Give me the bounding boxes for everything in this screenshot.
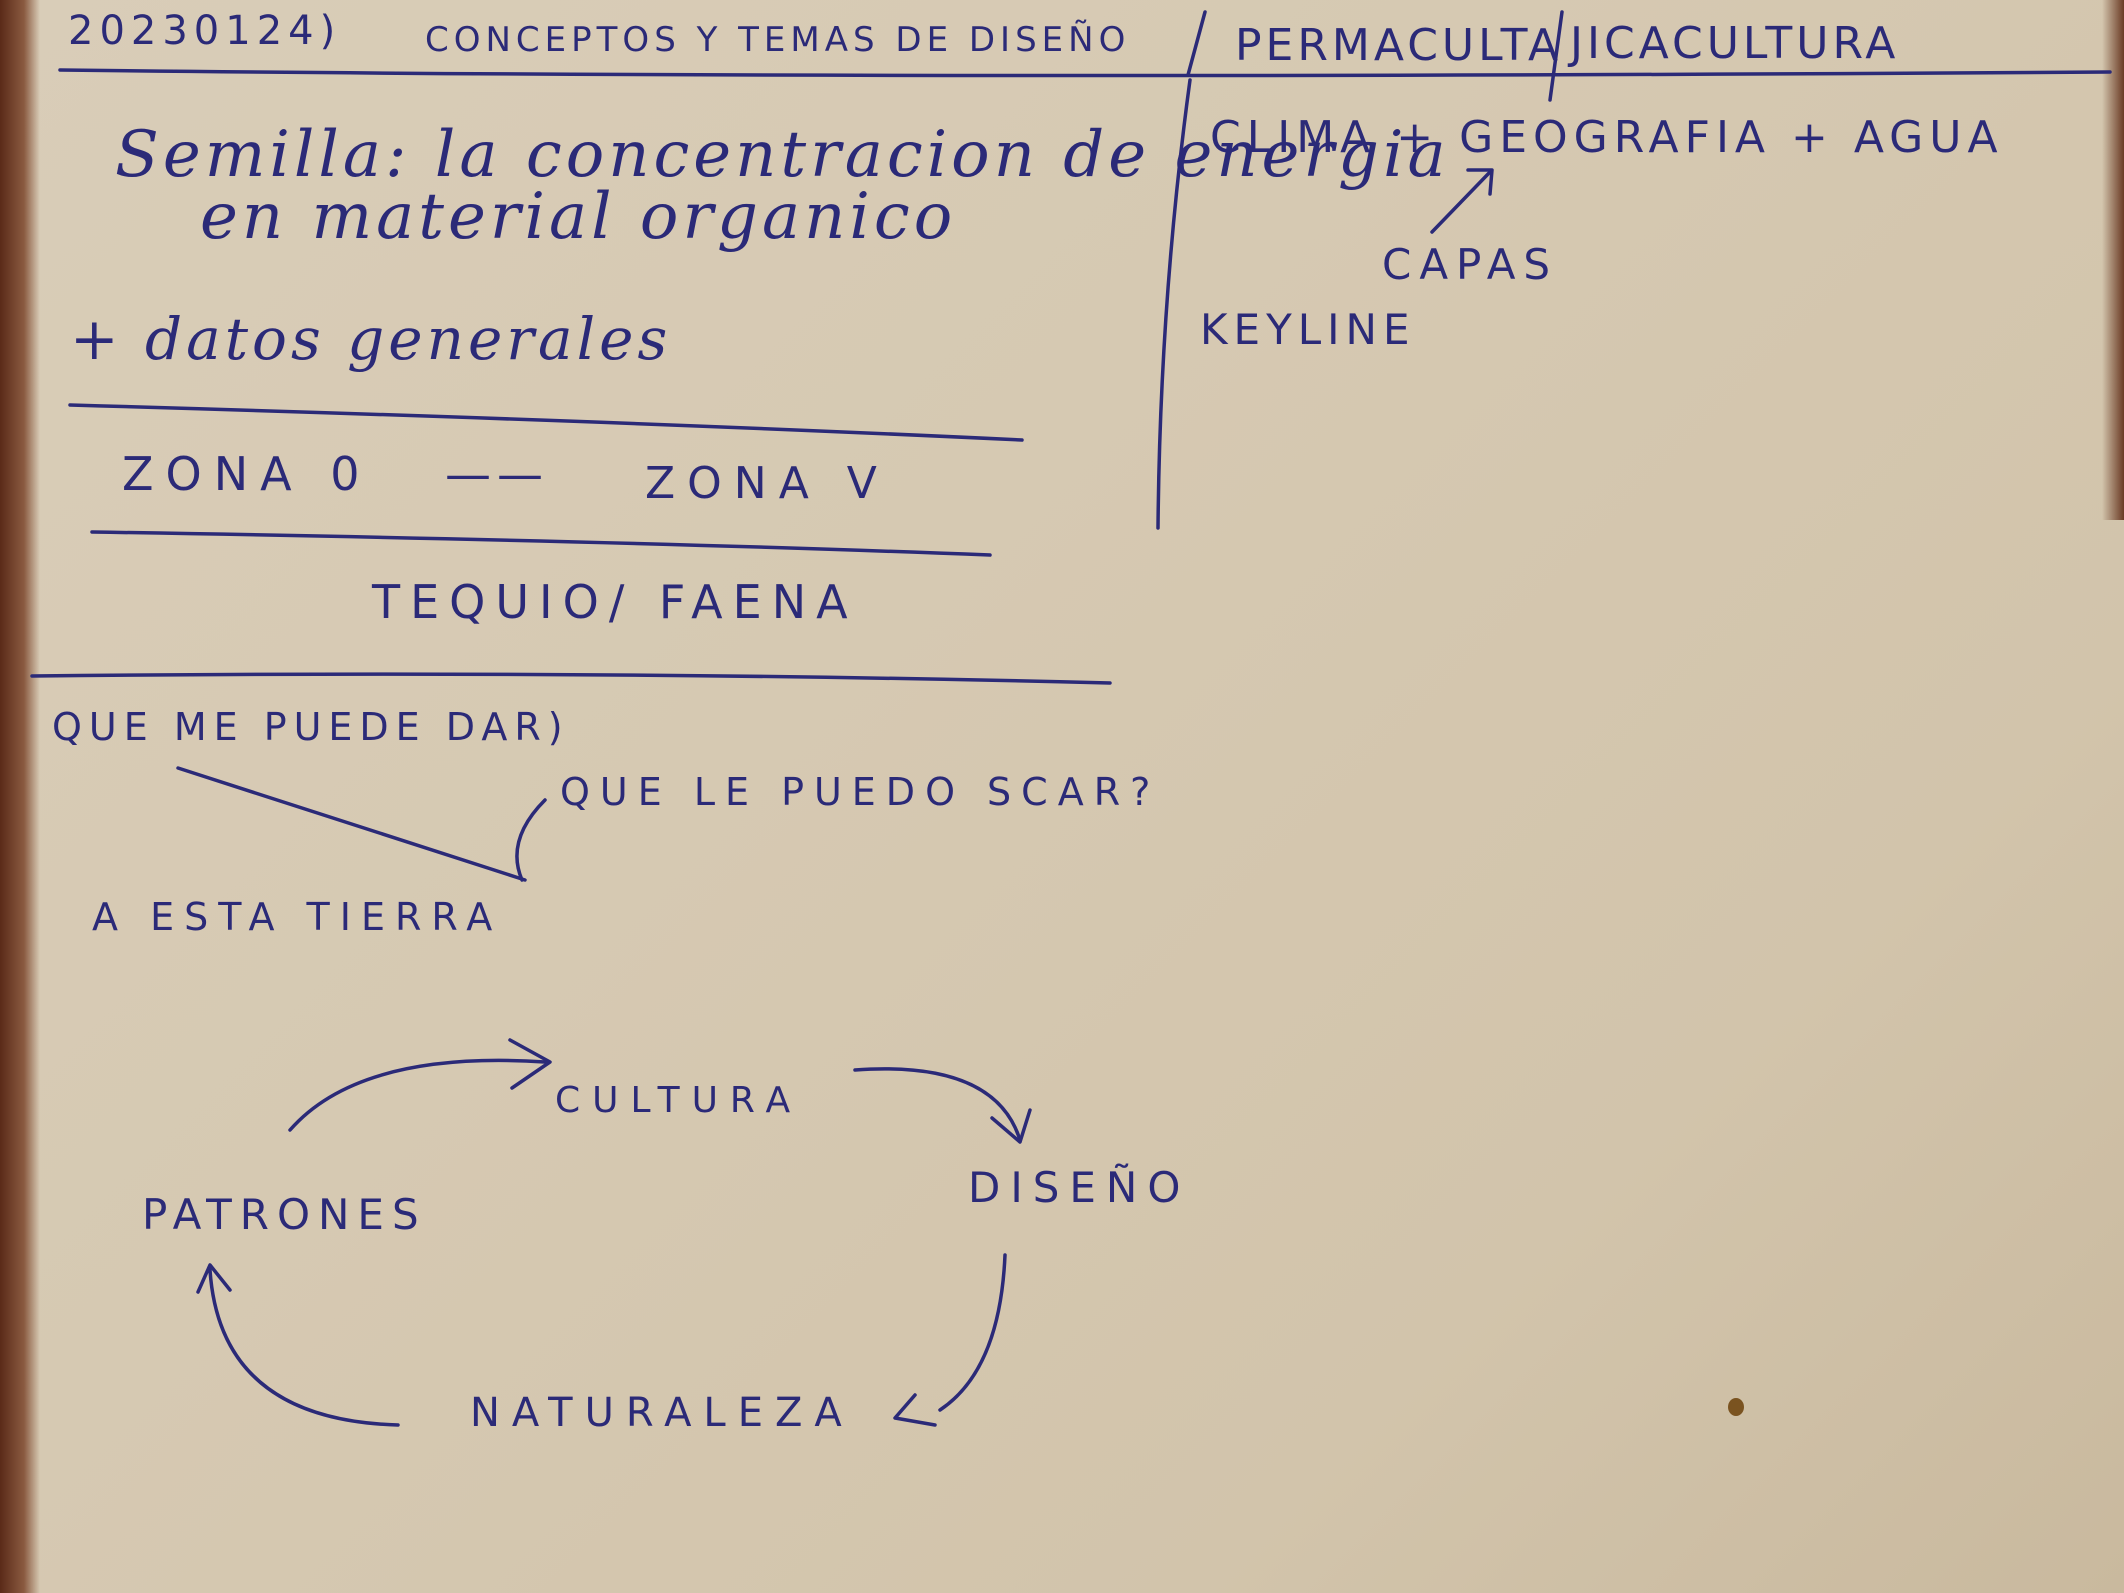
question-paren [515, 798, 547, 882]
climate-formula: CLIMA + GEOGRAFIA + AGUA [1210, 112, 2004, 163]
paper-edge-left [0, 0, 40, 1593]
cycle-cultura: CULTURA [555, 1080, 803, 1121]
arrow-cultura-diseno [853, 1067, 1022, 1142]
question-land: A ESTA TIERRA [92, 895, 503, 939]
capas-arrow-head [1466, 168, 1494, 196]
arrow-diseno-naturaleza-head [893, 1393, 937, 1427]
zona-dash: —— [445, 447, 549, 501]
cycle-naturaleza: NATURALEZA [470, 1390, 854, 1436]
arrow-naturaleza-patrones-head [196, 1263, 232, 1294]
header-date: 20230124) [68, 8, 342, 54]
column-divider [1156, 78, 1192, 530]
paper-edge-right [2102, 0, 2124, 520]
divider-3 [30, 672, 1112, 685]
question-give: QUE ME PUEDE DAR) [52, 705, 570, 749]
header-separator-1 [1186, 10, 1207, 77]
datos-generales: + datos generales [70, 305, 672, 373]
question-connector [176, 766, 527, 882]
question-take: QUE LE PUEDO SCAR? [560, 770, 1161, 814]
ink-stain [1728, 1398, 1744, 1416]
header-tab-left: PERMACULTA [1235, 20, 1563, 71]
semilla-line-2: en material organico [200, 180, 957, 254]
keyline-label: KEYLINE [1200, 305, 1416, 354]
semilla-line-1: Semilla: la concentracion de energia [115, 118, 1450, 192]
header-separator-2 [1548, 10, 1564, 102]
cycle-diseno: DISEÑO [968, 1163, 1191, 1212]
arrow-patrones-cultura-head [508, 1038, 552, 1090]
zona-start: ZONA 0 [122, 447, 372, 501]
header-title: CONCEPTOS Y TEMAS DE DISEÑO [425, 20, 1131, 60]
capas-arrow [1430, 170, 1492, 234]
divider-2 [90, 530, 992, 557]
zona-end: ZONA V [645, 458, 889, 509]
arrow-patrones-cultura [288, 1058, 547, 1132]
header-tab-right: JICACULTURA [1570, 18, 1900, 69]
tequio-faena: TEQUIO/ FAENA [372, 575, 858, 629]
arrow-diseno-naturaleza [938, 1253, 1007, 1412]
header-divider [58, 68, 2112, 78]
arrow-naturaleza-patrones [208, 1268, 400, 1427]
arrow-cultura-diseno-head [990, 1108, 1032, 1144]
divider-1 [68, 403, 1024, 442]
capas-label: CAPAS [1382, 240, 1559, 289]
cycle-patrones: PATRONES [142, 1190, 427, 1239]
